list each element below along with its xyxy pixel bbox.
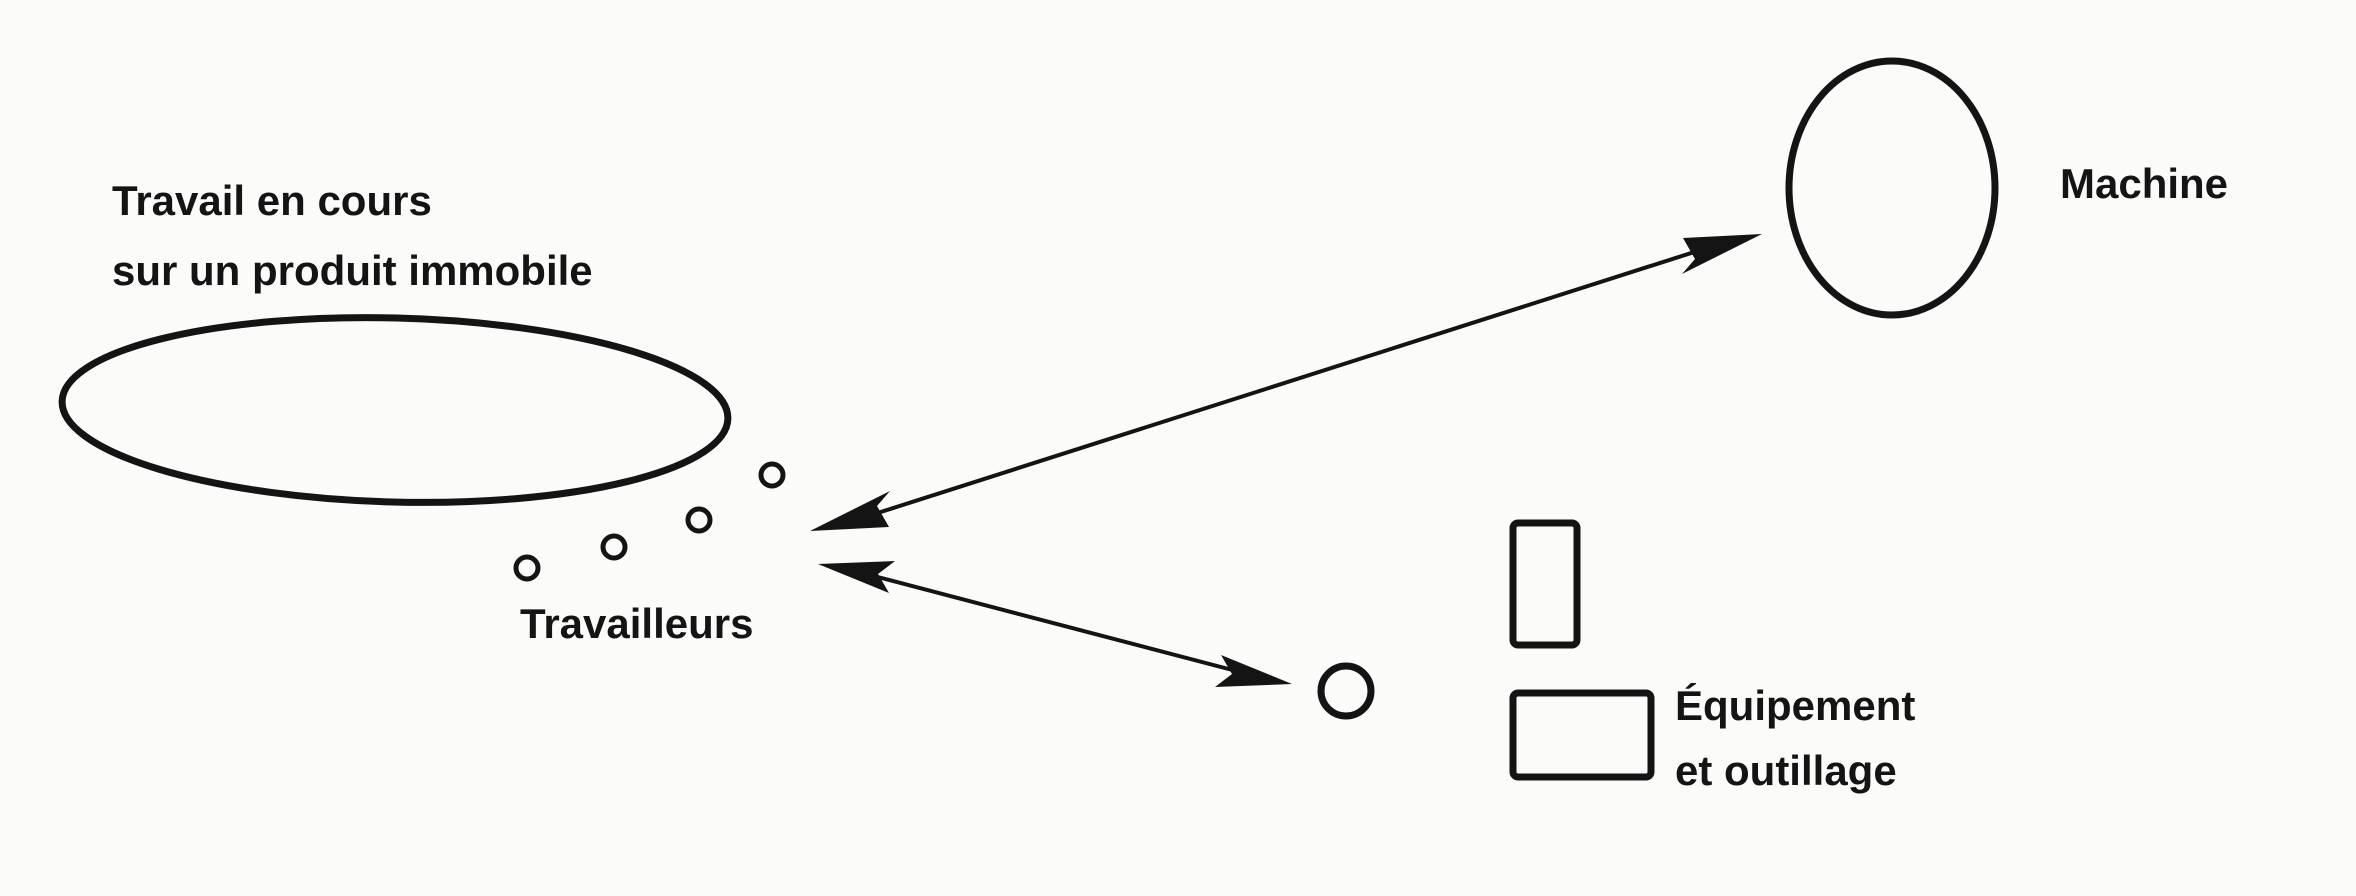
worker-dot — [513, 554, 541, 582]
worker-dot — [758, 461, 786, 489]
workers-label: Travailleurs — [520, 600, 753, 647]
worker-circle — [1317, 662, 1375, 720]
workers-group — [513, 461, 786, 582]
arrow-workers-machine — [810, 234, 1762, 531]
arrow-head-workers — [810, 491, 890, 531]
equipment-vertical-rect — [1509, 519, 1581, 649]
work-in-progress-label-line2: sur un produit immobile — [112, 247, 593, 294]
equipment-label-line1: Équipement — [1675, 682, 1915, 729]
arrow-head-workers-2 — [818, 561, 895, 593]
arrow-workers-worker — [818, 561, 1292, 687]
worker-dot — [685, 506, 713, 534]
machine-label: Machine — [2060, 160, 2228, 207]
product-ellipse — [58, 314, 732, 506]
machine-circle — [1785, 57, 1999, 319]
work-in-progress-label-line1: Travail en cours — [112, 177, 432, 224]
equipment-label-line2: et outillage — [1675, 747, 1897, 794]
equipment-horizontal-rect — [1509, 689, 1655, 781]
arrow-head-machine — [1682, 234, 1762, 274]
worker-dot — [600, 533, 628, 561]
arrow-head-worker — [1215, 655, 1292, 687]
